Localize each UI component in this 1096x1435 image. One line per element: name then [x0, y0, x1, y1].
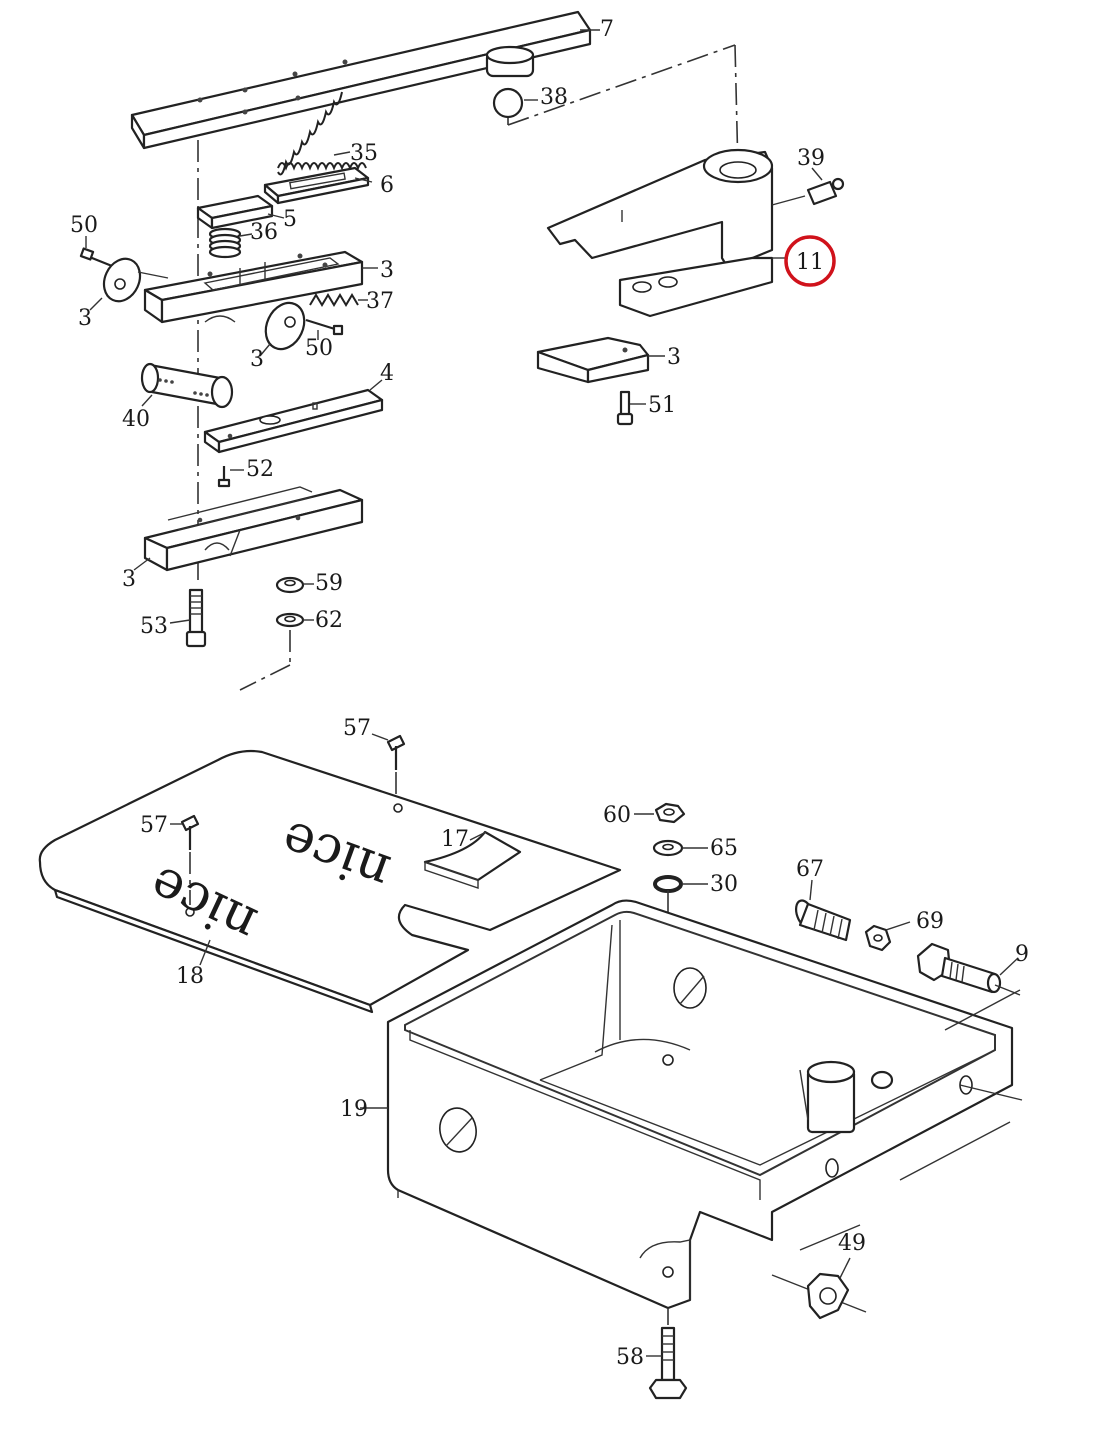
part-5-block: [196, 194, 285, 230]
label-17: 17: [441, 827, 469, 852]
part-7-top-plate: [130, 10, 600, 150]
label-3-lower-carriage: 3: [122, 567, 136, 592]
part-59-nut: [275, 576, 314, 594]
part-57-screw-left: [170, 814, 200, 905]
label-18: 18: [176, 964, 204, 989]
part-9-pin: [916, 942, 1021, 996]
label-59: 59: [315, 571, 343, 596]
label-4: 4: [380, 361, 394, 386]
label-3-left-cam: 3: [78, 306, 92, 331]
part-3-lower-carriage: [133, 486, 364, 572]
part-52-screw: [217, 466, 244, 488]
part-58-bolt: [646, 1308, 688, 1400]
part-69-nut: [864, 921, 911, 952]
label-5: 5: [283, 207, 297, 232]
part-39-grease-nipple: [806, 167, 845, 206]
label-51: 51: [648, 393, 676, 418]
label-57-left: 57: [140, 813, 168, 838]
label-49: 49: [838, 1231, 866, 1256]
part-18-cover-plate: [38, 749, 622, 1014]
part-3-right-cam: [259, 301, 306, 357]
label-36: 36: [250, 220, 278, 245]
label-30: 30: [710, 872, 738, 897]
part-4-flat-plate: [203, 379, 384, 454]
label-11: 11: [796, 250, 824, 275]
label-3-carriage: 3: [380, 258, 394, 283]
part-51-screw: [616, 390, 646, 426]
label-35: 35: [350, 141, 378, 166]
part-40-cylinder: [140, 362, 234, 409]
label-58: 58: [616, 1345, 644, 1370]
label-3-bracket-block: 3: [667, 345, 681, 370]
label-52: 52: [246, 457, 274, 482]
label-60: 60: [603, 803, 631, 828]
label-3-right-cam: 3: [250, 347, 264, 372]
label-40: 40: [122, 407, 150, 432]
part-30-o-ring: [653, 875, 708, 893]
part-67-bolt: [794, 879, 852, 942]
part-62-washer: [275, 612, 314, 628]
part-19-base-box: [360, 899, 1023, 1313]
part-53-bolt: [169, 588, 207, 648]
label-37: 37: [366, 289, 394, 314]
part-57-screw-right: [371, 733, 406, 800]
part-3-upper-carriage: [143, 250, 378, 324]
label-9: 9: [1015, 942, 1029, 967]
label-39: 39: [797, 146, 825, 171]
part-49-nut: [806, 1257, 851, 1320]
highlight-circle-part-11: [784, 235, 836, 287]
label-67: 67: [796, 857, 824, 882]
assembly-axis-lines: [197, 44, 739, 691]
label-50-right: 50: [305, 336, 333, 361]
part-38-pivot-pin: [485, 45, 538, 119]
part-50-right-screw: [305, 318, 344, 340]
label-6: 6: [380, 173, 394, 198]
part-35-spring: [277, 91, 367, 176]
part-3-bracket-block: [536, 336, 665, 384]
part-6-slide-plate: [263, 166, 373, 205]
part-65-washer: [652, 839, 708, 857]
label-69: 69: [916, 909, 944, 934]
part-3-left-cam: [89, 257, 169, 311]
label-38: 38: [540, 85, 568, 110]
part-60-nut: [634, 802, 686, 824]
label-57-right: 57: [343, 716, 371, 741]
label-65: 65: [710, 836, 738, 861]
label-50-left: 50: [70, 213, 98, 238]
part-50-left-screw: [79, 236, 113, 268]
label-19: 19: [340, 1097, 368, 1122]
part-11-arm-bracket: [546, 148, 806, 318]
part-36-spring: [208, 227, 253, 259]
callout-labels: 7 38 35 6 5 36 50 3 3 37 3 50 40 4 52 3 …: [70, 17, 1029, 1370]
part-37-spring: [309, 293, 368, 307]
label-62: 62: [315, 608, 343, 633]
label-7: 7: [600, 17, 614, 42]
part-17-flap: [423, 830, 522, 889]
label-53: 53: [140, 614, 168, 639]
